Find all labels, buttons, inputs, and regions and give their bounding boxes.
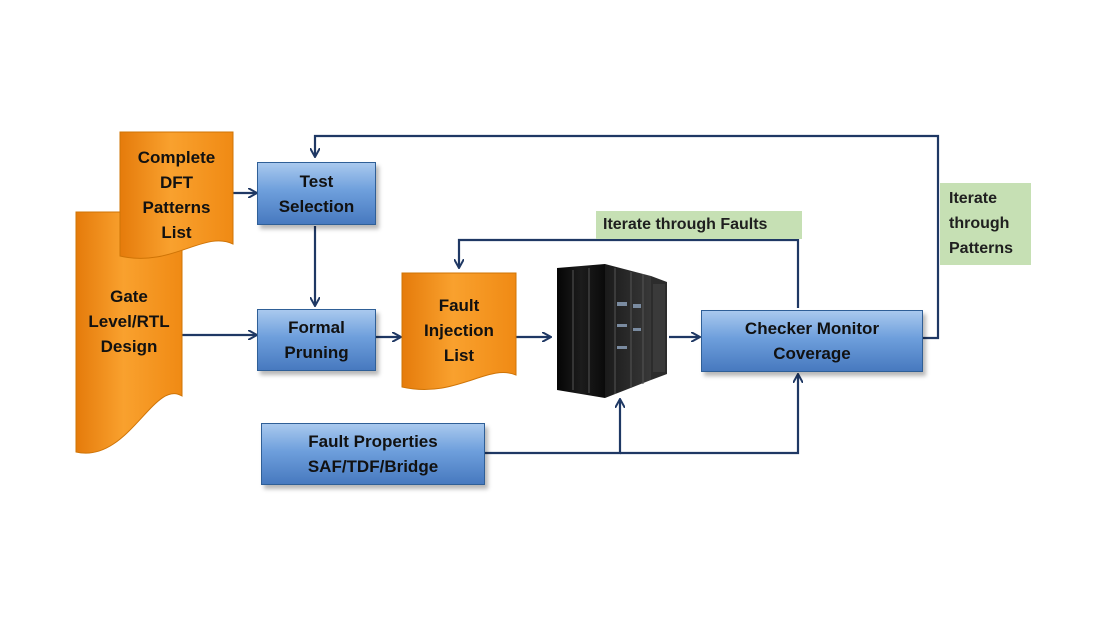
test-selection-box: Test Selection <box>257 162 376 225</box>
fault-properties-box: Fault Properties SAF/TDF/Bridge <box>261 423 485 485</box>
gate-design-doc: Gate Level/RTL Design <box>75 211 183 464</box>
fault-list-doc: Fault Injection List <box>401 272 517 395</box>
loop-iterate-faults <box>459 238 800 308</box>
dft-patterns-label: Complete DFT Patterns List <box>137 148 216 242</box>
loop-iterate-patterns <box>315 134 940 340</box>
arrow-properties-to-server <box>485 400 620 455</box>
checker-monitor-box: Checker Monitor Coverage <box>701 310 923 372</box>
arrow-properties-to-checker <box>620 375 798 455</box>
iterate-patterns-label: Iterate through Patterns <box>940 183 1031 265</box>
gate-design-label: Gate Level/RTL Design <box>88 287 170 356</box>
formal-pruning-box: Formal Pruning <box>257 309 376 371</box>
iterate-faults-label: Iterate through Faults <box>596 211 802 239</box>
server-rack-icon <box>553 262 669 407</box>
dft-patterns-doc: Complete DFT Patterns List <box>119 131 234 262</box>
fault-list-label: Fault Injection List <box>424 296 494 365</box>
